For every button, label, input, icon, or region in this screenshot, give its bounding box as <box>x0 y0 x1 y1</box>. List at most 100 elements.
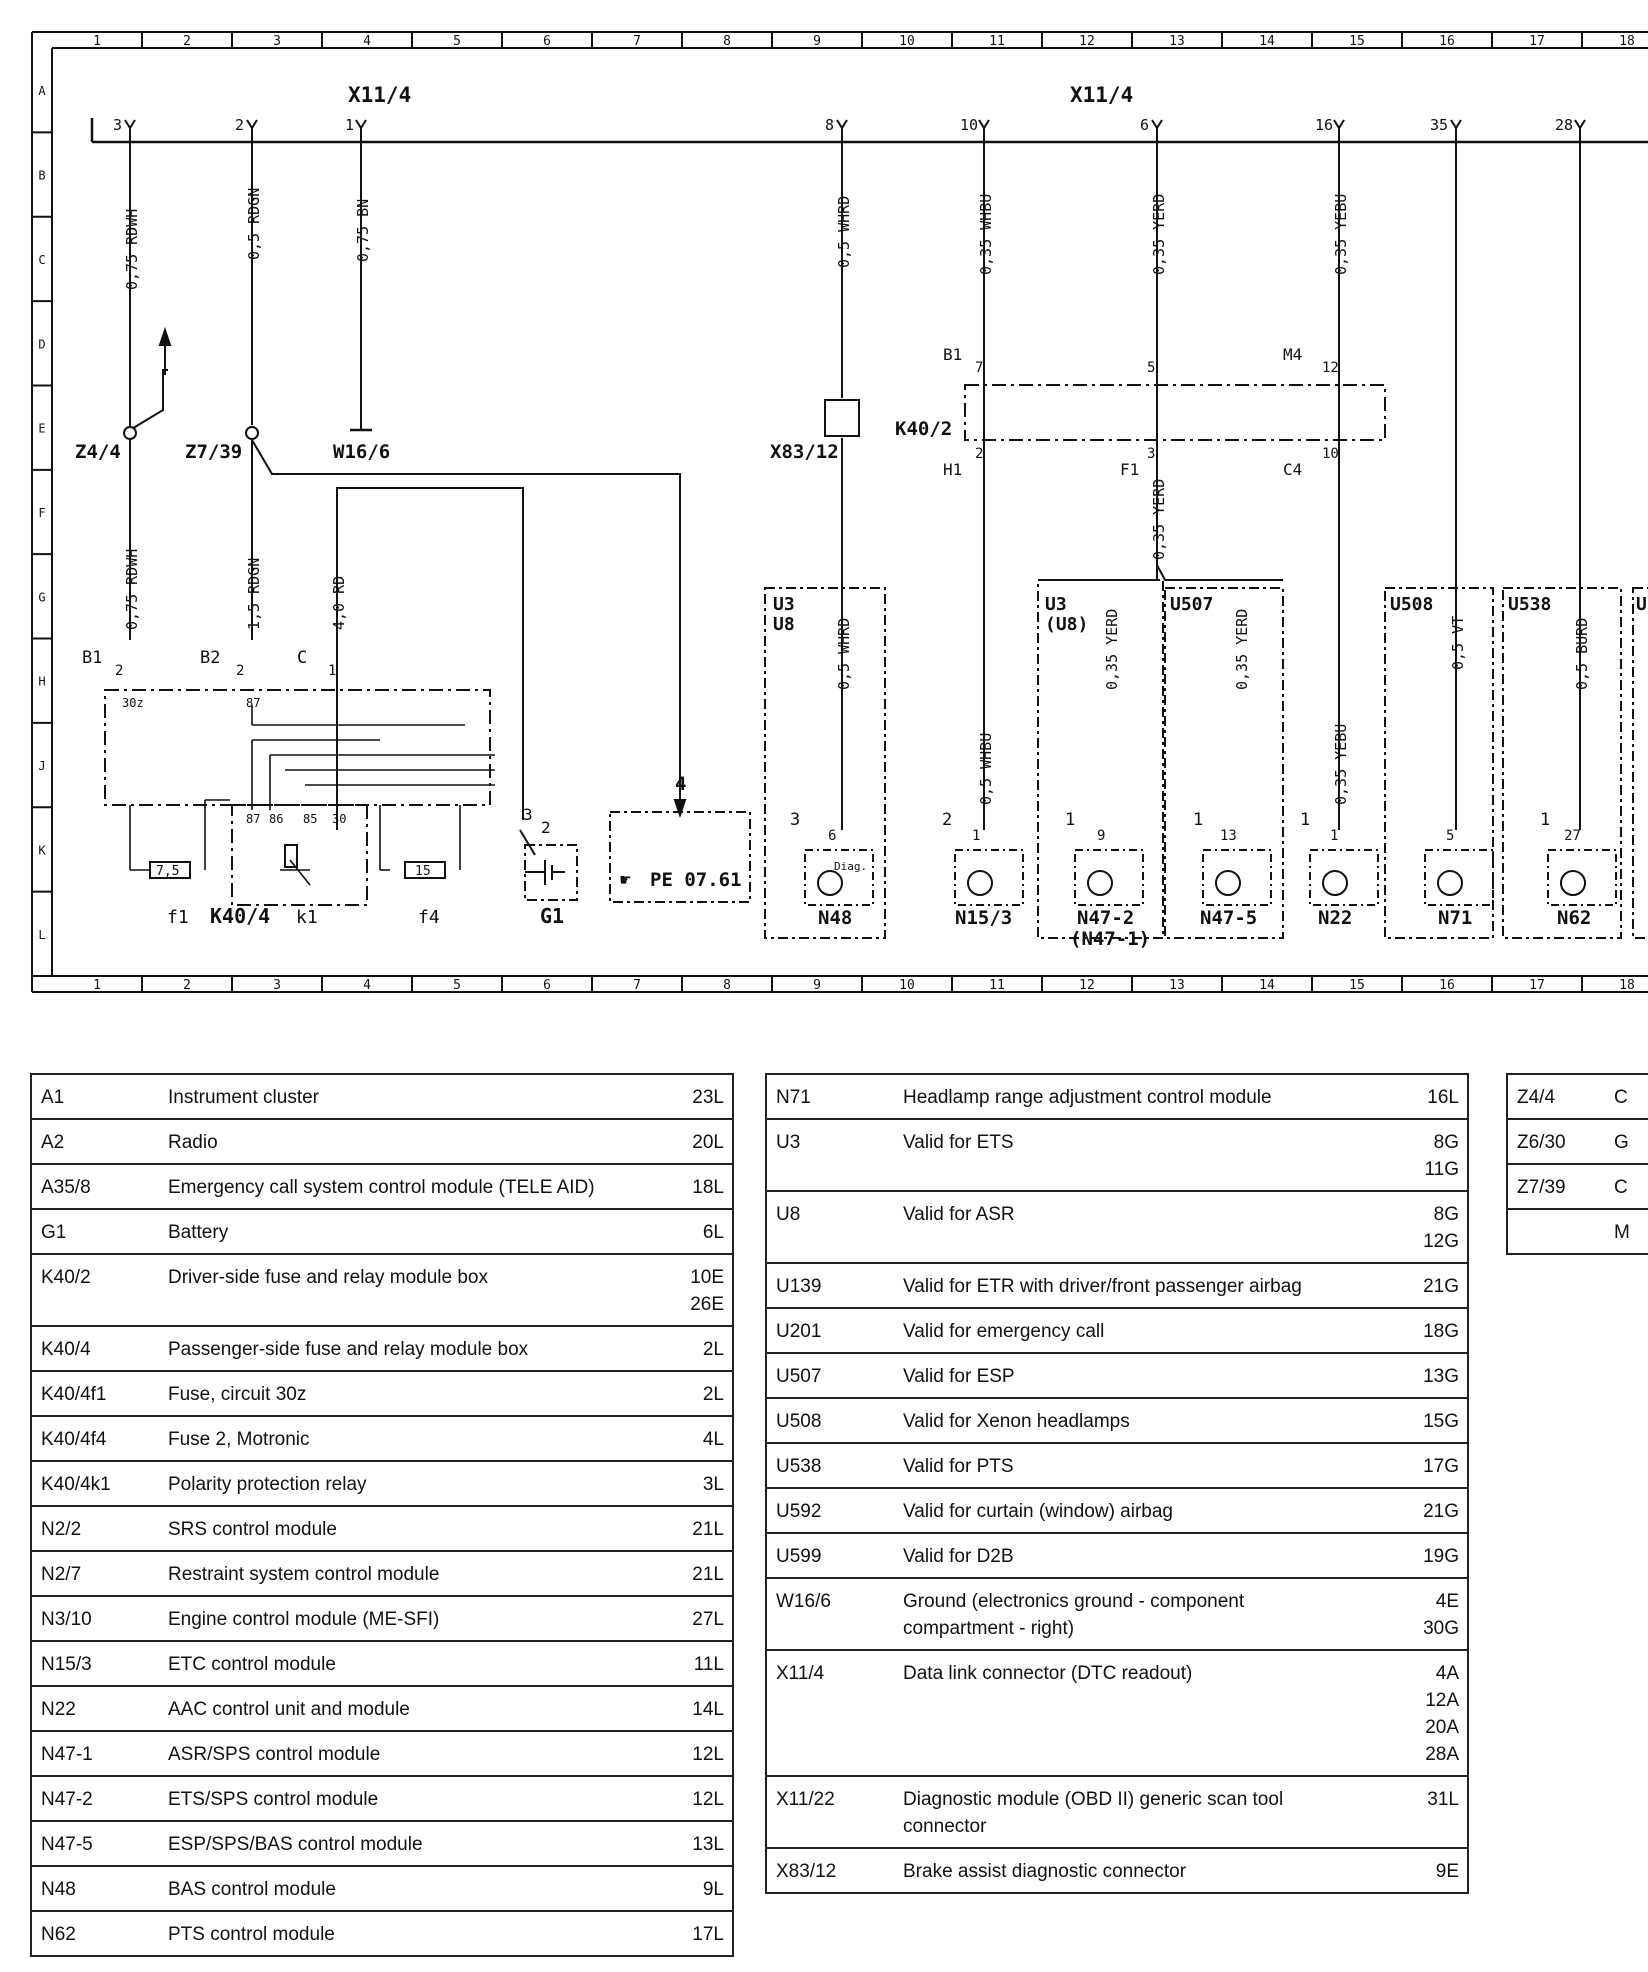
module-pin: 27 <box>1564 828 1581 844</box>
legend-description: SRS control module <box>159 1505 675 1551</box>
legend-description: Valid for ETS <box>894 1118 1410 1191</box>
legend-code: U3 <box>767 1118 894 1191</box>
legend-code: K40/4k1 <box>32 1460 159 1506</box>
k40-4-box <box>104 689 491 906</box>
legend-description: ASR/SPS control module <box>159 1730 675 1776</box>
grid-column-label-bottom: 16 <box>1439 978 1455 993</box>
grid-row-label: C <box>38 253 45 267</box>
k40-2-pin: 2 <box>975 446 983 462</box>
k40-2-pin: 5 <box>1147 360 1155 376</box>
grid-column-label-bottom: 8 <box>723 978 731 993</box>
group-label: U8 <box>773 614 795 635</box>
legend-description: Data link connector (DTC readout) <box>894 1649 1410 1776</box>
pin-label: 2 <box>235 116 244 134</box>
legend-location: 27L <box>675 1595 732 1641</box>
legend-code: X11/22 <box>767 1775 894 1848</box>
wire-label: 0,75 RDWH <box>123 209 141 290</box>
module-pin: 1 <box>1300 810 1310 830</box>
group-label: U <box>1636 594 1647 615</box>
legend-row: Z4/4 C <box>1508 1075 1648 1119</box>
module-pin: 6 <box>828 828 836 844</box>
k40-4-pin: 30 <box>332 812 346 826</box>
battery-symbol <box>519 829 565 885</box>
wire-label: 0,5 WHBU <box>977 733 995 805</box>
wire-label: 0,75 BN <box>354 199 372 262</box>
legend-code: U599 <box>767 1532 894 1578</box>
legend-code: K40/4f4 <box>32 1415 159 1461</box>
legend-code: N47-1 <box>32 1730 159 1776</box>
legend-location: 9E <box>1410 1847 1467 1892</box>
legend-description: Valid for ASR <box>894 1190 1410 1263</box>
legend-description: C <box>1614 1087 1628 1108</box>
legend-description: Valid for ESP <box>894 1352 1410 1398</box>
node-w16-6: W16/6 <box>333 441 390 463</box>
legend-description: Valid for ETR with driver/front passenge… <box>894 1262 1410 1308</box>
legend-code: N15/3 <box>32 1640 159 1686</box>
legend-code: N48 <box>32 1865 159 1911</box>
k40-4-pin: C <box>297 648 307 668</box>
grid-column-label-bottom: 9 <box>813 978 821 993</box>
grid-row-label: A <box>38 84 46 98</box>
label-n22: N22 <box>1318 907 1352 929</box>
legend-description: AAC control unit and module <box>159 1685 675 1731</box>
module-pin: 1 <box>1065 810 1075 830</box>
grid-row-label: K <box>38 843 46 857</box>
node-x83-12: X83/12 <box>770 441 839 463</box>
legend-location: 15G <box>1410 1397 1467 1443</box>
legend-description: Headlamp range adjustment control module <box>903 1087 1272 1108</box>
fuse-f4 <box>404 861 446 879</box>
legend-location: 4E 30G <box>1410 1577 1467 1650</box>
legend-location: 12L <box>675 1775 732 1821</box>
diagram-frame <box>31 31 1648 993</box>
legend-location: 10E 26E <box>675 1253 732 1326</box>
legend-location: 4L <box>675 1415 732 1461</box>
grid-column-label-bottom: 15 <box>1349 978 1365 993</box>
k40-2-pin: 10 <box>1322 446 1339 462</box>
k40-2-box <box>964 384 1386 441</box>
legend-location: 13L <box>675 1820 732 1866</box>
grid-column-label-bottom: 12 <box>1079 978 1095 993</box>
legend-code: U592 <box>767 1487 894 1533</box>
grid-column-label-bottom: 3 <box>273 978 281 993</box>
grid-column-label-bottom: 14 <box>1259 978 1275 993</box>
legend-row: M <box>1508 1208 1648 1253</box>
legend-code: Z4/4 <box>1517 1087 1556 1108</box>
grid-column-label-bottom: 10 <box>899 978 915 993</box>
label-g1: G1 <box>540 904 564 928</box>
pin-label: 8 <box>825 116 834 134</box>
grid-column-label-bottom: 2 <box>183 978 191 993</box>
legend-description: C <box>1605 1163 1648 1209</box>
pin-label: 28 <box>1555 116 1573 134</box>
legend-description: Ground (electronics ground - component c… <box>894 1577 1410 1650</box>
grid-column-label-top: 15 <box>1349 34 1365 49</box>
grid-row-label: E <box>38 422 45 436</box>
grid-column-label-top: 18 <box>1619 34 1635 49</box>
pin-label: 35 <box>1430 116 1448 134</box>
k40-2-pin: F1 <box>1120 460 1139 479</box>
grid-column-label-top: 9 <box>813 34 821 49</box>
legend-code: N2/7 <box>32 1550 159 1596</box>
k40-2-pin: B1 <box>943 345 962 364</box>
wire-label: 0,35 YERD <box>1233 609 1251 690</box>
wire-label: 0,35 YERD <box>1150 479 1168 560</box>
module-pin: 13 <box>1220 828 1237 844</box>
legend-code: X83/12 <box>767 1847 894 1892</box>
legend-code: K40/2 <box>32 1253 159 1326</box>
legend-code: N47-5 <box>32 1820 159 1866</box>
grid-column-label-bottom: 11 <box>989 978 1005 993</box>
legend-code: N71 <box>776 1087 811 1108</box>
wire-label: 0,35 YERD <box>1103 609 1121 690</box>
pin-label: 3 <box>113 116 122 134</box>
grid-column-label-top: 2 <box>183 34 191 49</box>
